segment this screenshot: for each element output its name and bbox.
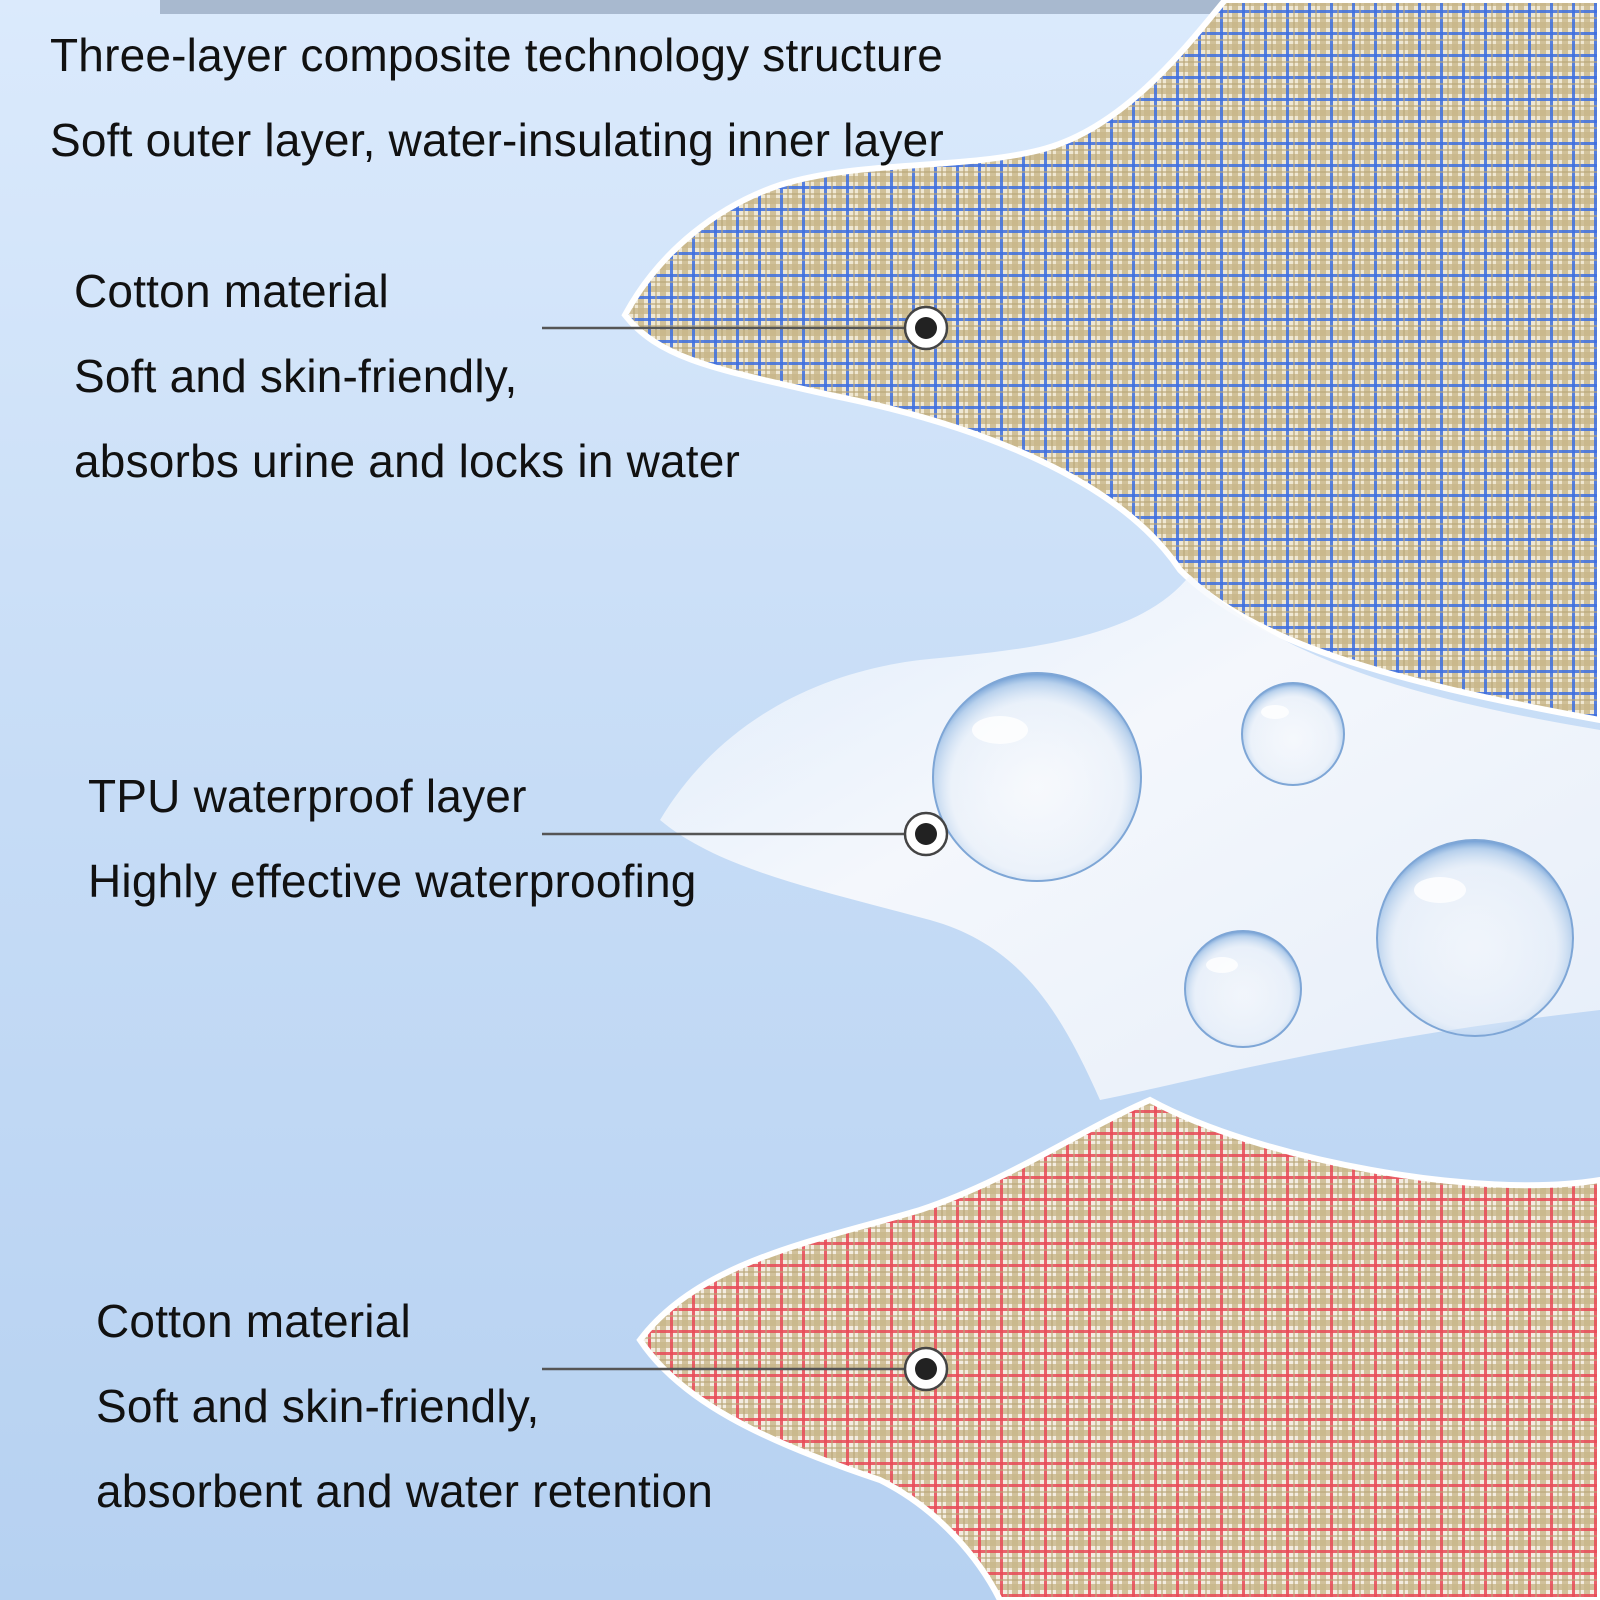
tpu-layer [660, 575, 1600, 1100]
callout-dot-icon [903, 811, 949, 857]
callout-cotton-top [542, 305, 949, 351]
layer-1-title: Cotton material [74, 265, 389, 317]
layer-3-title: Cotton material [96, 1295, 411, 1347]
layer-3-line-2: Soft and skin-friendly, [96, 1380, 540, 1432]
callout-cotton-bottom [542, 1346, 949, 1392]
bottom-fabric-layer [636, 1096, 1600, 1600]
heading-remnant [160, 0, 1410, 14]
intro-line-2: Soft outer layer, water-insulating inner… [50, 114, 944, 166]
layer-2-line-2: Highly effective waterproofing [88, 855, 697, 907]
layer-1-line-3: absorbs urine and locks in water [74, 435, 741, 487]
callout-tpu [542, 811, 949, 857]
layer-3-line-3: absorbent and water retention [96, 1465, 713, 1517]
water-droplet-icon [932, 672, 1142, 882]
water-droplet-icon [1241, 682, 1345, 786]
intro-line-1: Three-layer composite technology structu… [50, 29, 944, 81]
callout-dot-icon [903, 1346, 949, 1392]
layer-2-title: TPU waterproof layer [88, 770, 527, 822]
layer-1-line-2: Soft and skin-friendly, [74, 350, 518, 402]
water-droplet-icon [1376, 839, 1574, 1037]
callout-dot-icon [903, 305, 949, 351]
water-droplet-icon [1184, 930, 1302, 1048]
